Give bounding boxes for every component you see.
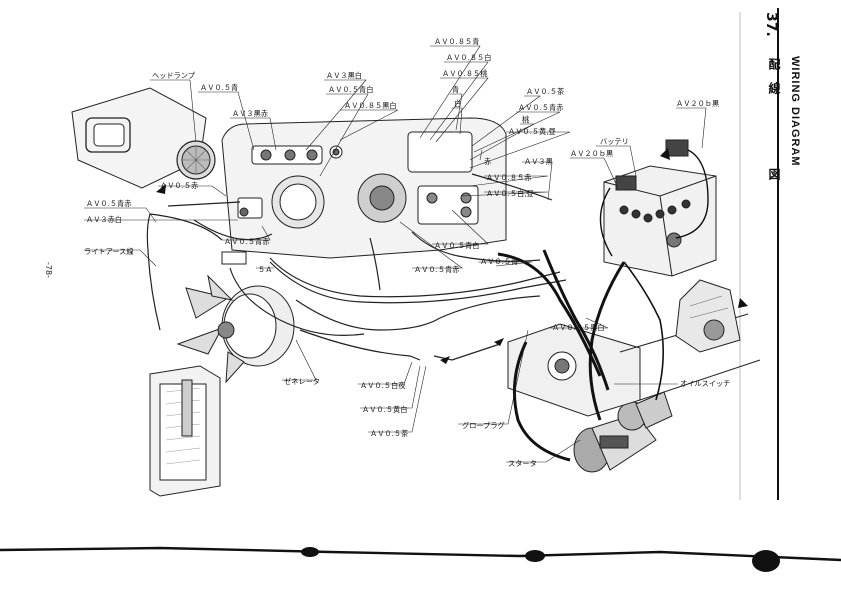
headlamp-drawing bbox=[71, 87, 216, 189]
label-av085-black-white-low: ＡＶ０.８５黒白 bbox=[552, 323, 605, 332]
label-headlamp: ヘッドランプ bbox=[152, 71, 196, 80]
label-av05-brown: ＡＶ０.５茶 bbox=[526, 87, 564, 96]
label-av05-red: ＡＶ０.５赤 bbox=[160, 181, 198, 190]
label-av05-blue-low: ＡＶ０.５青 bbox=[480, 257, 518, 266]
label-av3-red-white: ＡＶ３赤白 bbox=[86, 215, 122, 224]
label-av20b-black: ＡＶ２０ｂ黒 bbox=[570, 149, 613, 158]
section-number: 37. bbox=[763, 12, 779, 37]
label-generator: ゼネレータ bbox=[284, 377, 320, 386]
label-av05-blue-white-mid: ＡＶ０.５青白 bbox=[434, 241, 479, 250]
arrow-markers bbox=[156, 148, 748, 364]
label-av3-black-red: ＡＶ３黒赤 bbox=[232, 109, 268, 118]
label-av085-blue: ＡＶ０.８５青 bbox=[434, 37, 479, 46]
label-battery: バッテリ bbox=[600, 137, 629, 146]
label-fuse-5a: ５Ａ bbox=[258, 265, 272, 274]
starter-drawing bbox=[573, 391, 673, 473]
label-av085-peach: ＡＶ０.８５桃 bbox=[442, 69, 487, 78]
battery-drawing bbox=[603, 139, 717, 277]
leader-lines bbox=[84, 45, 707, 463]
label-av05-yellow-white: ＡＶ０.５黄白 bbox=[362, 405, 407, 414]
section-title-en: WIRING DIAGRAM bbox=[789, 56, 801, 167]
battery-cables bbox=[497, 149, 709, 462]
label-glow-plug: グロープラグ bbox=[462, 421, 505, 430]
label-av05-white-green: ＡＶ０.５白,昼 bbox=[486, 189, 534, 198]
wiring-harness bbox=[146, 173, 567, 361]
engine-block-drawing bbox=[507, 279, 761, 417]
label-av05-blue-white-top: ＡＶ０.５青白 bbox=[328, 85, 373, 94]
label-av085-white: ＡＶ０.８５白 bbox=[446, 53, 491, 62]
label-av05-blue-red-mid: ＡＶ０.５青赤 bbox=[224, 237, 269, 246]
label-av085-red: ＡＶ０.８５赤 bbox=[486, 173, 531, 182]
label-av05-white-night: ＡＶ０.５白夜 bbox=[360, 381, 405, 390]
label-av085-black-white: ＡＶ０.８５黒白 bbox=[344, 101, 397, 110]
label-white-short: 白 bbox=[454, 99, 461, 108]
label-av05-blue: ＡＶ０.５青 bbox=[200, 83, 238, 92]
label-av3-black: ＡＶ３黒 bbox=[524, 157, 553, 166]
label-av05-brown-low: ＡＶ０.５茶 bbox=[370, 429, 408, 438]
generator-drawing bbox=[176, 274, 295, 384]
label-light-earth: ライトアース線 bbox=[84, 247, 134, 256]
bottom-rule bbox=[0, 546, 841, 572]
label-av20b-black-top: ＡＶ２０ｂ黒 bbox=[676, 99, 719, 108]
label-red-short: 赤 bbox=[484, 157, 491, 166]
label-group: ヘッドランプ ＡＶ０.５青 ＡＶ３黒赤 ＡＶ３黒白 ＡＶ０.５青白 ＡＶ０.８５… bbox=[84, 37, 730, 468]
instrument-panel-drawing bbox=[221, 117, 507, 265]
radiator-drawing bbox=[149, 365, 221, 497]
label-av3-black-white: ＡＶ３黒白 bbox=[326, 71, 362, 80]
page-number: -78- bbox=[44, 262, 53, 278]
label-av05-blue-red-left: ＡＶ０.５青赤 bbox=[86, 199, 131, 208]
label-av05-yellow-green: ＡＶ０.５黄,昼 bbox=[508, 127, 556, 136]
label-blue-short: 青 bbox=[452, 85, 459, 94]
label-av05-blue-red-low: ＡＶ０.５青赤 bbox=[414, 265, 459, 274]
label-av05-blue-red-top: ＡＶ０.５青赤 bbox=[518, 103, 563, 112]
label-starter: スタータ bbox=[508, 459, 537, 468]
label-peach-short: 桃 bbox=[522, 115, 529, 124]
label-oil-switch: オイルスイッチ bbox=[680, 379, 730, 388]
